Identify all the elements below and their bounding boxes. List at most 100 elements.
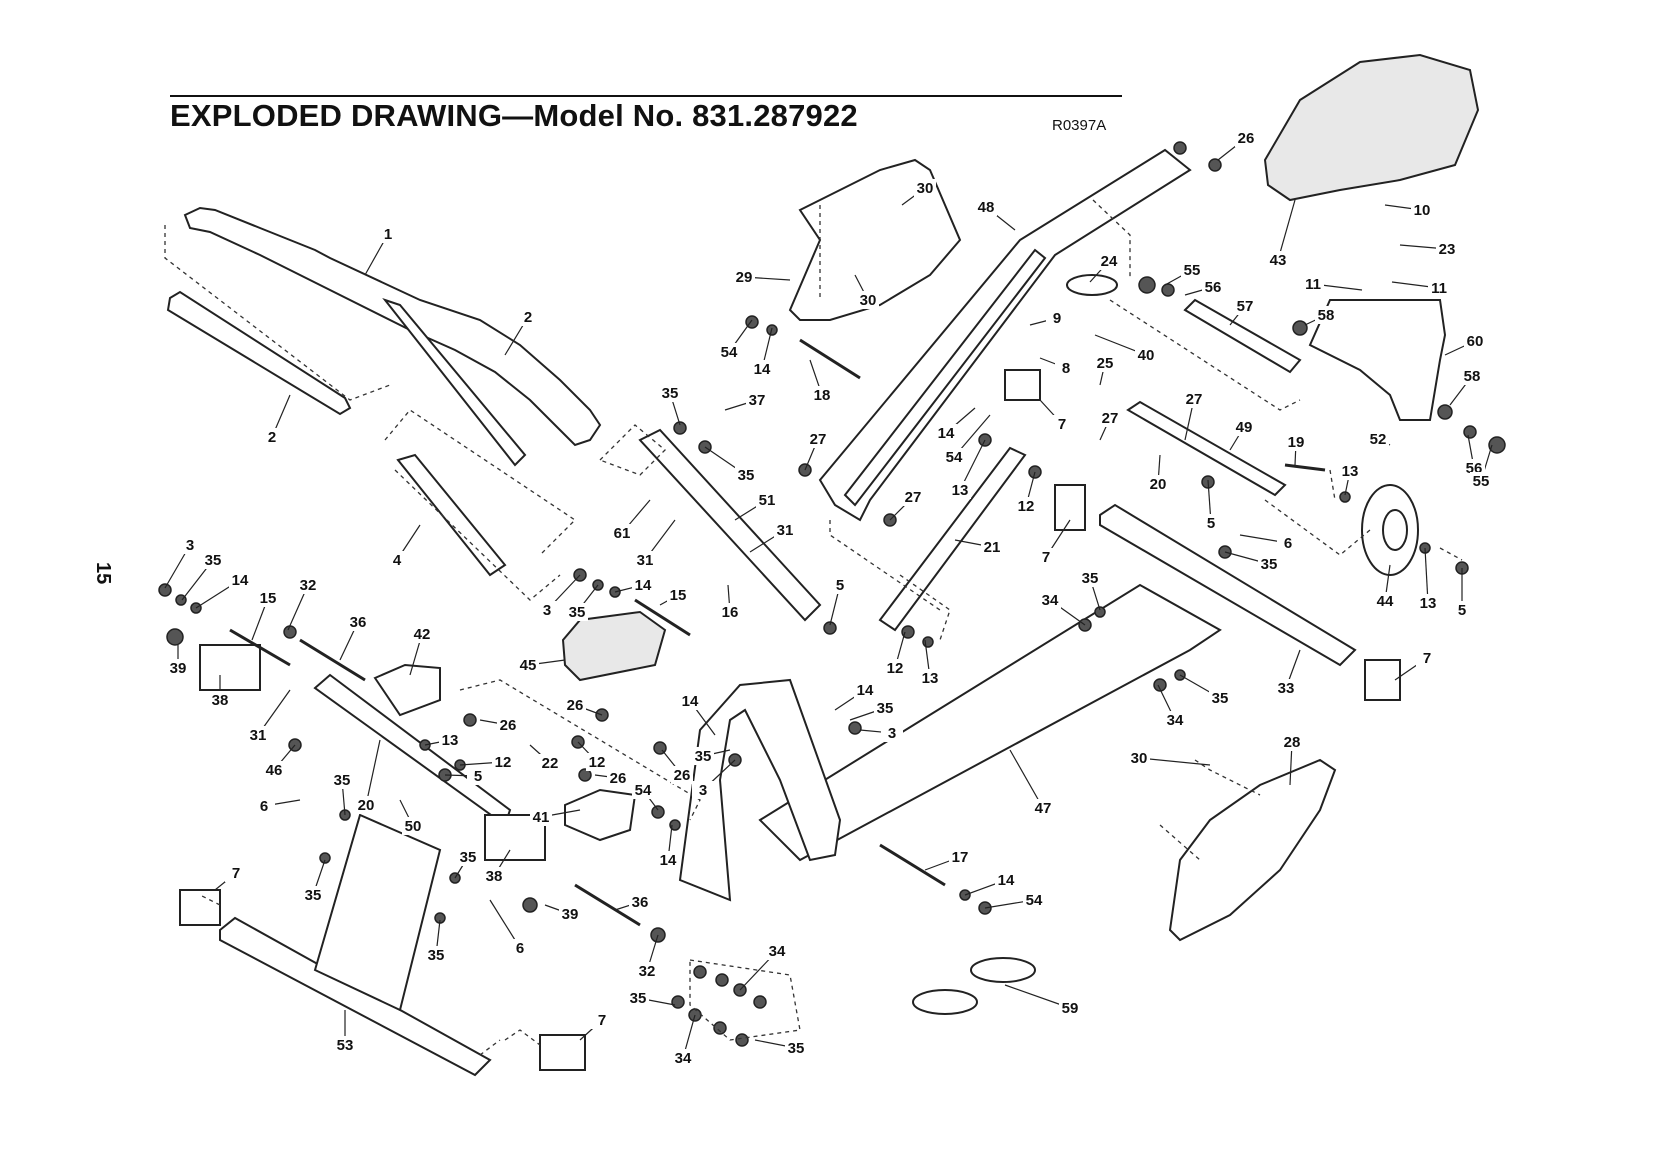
part-callout-label: 35 bbox=[205, 552, 222, 569]
callout-label-bg bbox=[774, 521, 796, 539]
part-callout-label: 55 bbox=[1184, 262, 1201, 279]
part-callout-label: 35 bbox=[460, 849, 477, 866]
part-grip-left bbox=[166, 290, 352, 416]
part-callout-label: 36 bbox=[632, 894, 649, 911]
part-seat-carriage bbox=[1308, 299, 1447, 421]
part-callout-label: 30 bbox=[917, 180, 934, 197]
part-callout-label: 3 bbox=[543, 602, 551, 619]
part-callout-label: 35 bbox=[877, 700, 894, 717]
callout-label-bg bbox=[981, 538, 1003, 556]
part-callout-label: 34 bbox=[1042, 592, 1059, 609]
part-callout-label: 6 bbox=[260, 798, 268, 815]
callout-label-bg bbox=[347, 613, 369, 631]
part-callout-label: 11 bbox=[1431, 280, 1447, 297]
part-callout-label: 26 bbox=[1238, 130, 1255, 147]
part-callout-label: 1 bbox=[384, 226, 392, 243]
callout-label-bg bbox=[785, 1039, 807, 1057]
callout-label-bg bbox=[1046, 309, 1068, 327]
part-nut bbox=[578, 768, 592, 782]
part-callout-label: 13 bbox=[922, 670, 939, 687]
callout-label-bg bbox=[530, 808, 552, 826]
callout-label-bg bbox=[253, 797, 275, 815]
callout-label-bg bbox=[1233, 418, 1255, 436]
part-knob-disc bbox=[1066, 274, 1118, 296]
callout-label-bg bbox=[657, 851, 679, 869]
part-nut bbox=[319, 852, 331, 864]
callout-label-bg bbox=[751, 360, 773, 378]
callout-label-bg bbox=[1470, 472, 1492, 490]
part-seat bbox=[1263, 53, 1480, 202]
part-nut bbox=[283, 625, 297, 639]
part-callout-label: 5 bbox=[836, 577, 844, 594]
part-callout-label: 49 bbox=[1236, 419, 1253, 436]
part-callout-label: 12 bbox=[1018, 498, 1035, 515]
callout-label-bg bbox=[811, 386, 833, 404]
callout-label-bg bbox=[949, 481, 971, 499]
part-nut bbox=[823, 621, 837, 635]
callout-label-bg bbox=[1267, 251, 1289, 269]
part-rod bbox=[879, 843, 946, 887]
callout-label-bg bbox=[1202, 278, 1224, 296]
part-callout-label: 15 bbox=[260, 590, 277, 607]
callout-label-bg bbox=[411, 625, 433, 643]
callout-label-bg bbox=[439, 731, 461, 749]
part-callout-label: 26 bbox=[674, 767, 691, 784]
callout-label-bg bbox=[1281, 733, 1303, 751]
callout-label-bg bbox=[692, 781, 714, 799]
callout-label-bg bbox=[1464, 332, 1486, 350]
part-nut bbox=[1208, 158, 1222, 172]
part-callout-label: 35 bbox=[305, 887, 322, 904]
part-callout-label: 16 bbox=[722, 604, 739, 621]
callout-label-bg bbox=[1436, 240, 1458, 258]
part-main-beam bbox=[758, 583, 1222, 862]
callout-label-bg bbox=[1147, 475, 1169, 493]
part-callout-label: 3 bbox=[888, 725, 896, 742]
callout-label-bg bbox=[1135, 346, 1157, 364]
part-callout-label: 47 bbox=[1035, 800, 1052, 817]
callout-label-bg bbox=[1428, 279, 1450, 297]
part-callout-label: 44 bbox=[1377, 593, 1394, 610]
part-callout-label: 34 bbox=[675, 1050, 692, 1067]
callout-label-bg bbox=[1367, 430, 1389, 448]
callout-label-bg bbox=[586, 753, 608, 771]
callout-label-bg bbox=[302, 886, 324, 904]
part-callout-label: 13 bbox=[1342, 463, 1359, 480]
part-end-cap-3 bbox=[1364, 659, 1401, 701]
callout-label-bg bbox=[1183, 390, 1205, 408]
part-callout-label: 57 bbox=[1237, 298, 1254, 315]
part-callout-label: 58 bbox=[1318, 307, 1335, 324]
callout-label-bg bbox=[919, 669, 941, 687]
part-nut bbox=[1173, 141, 1187, 155]
callout-label-bg bbox=[1181, 261, 1203, 279]
part-callout-label: 37 bbox=[749, 392, 766, 409]
part-handlebar bbox=[183, 206, 602, 447]
callout-label-bg bbox=[659, 384, 681, 402]
part-shroud-right bbox=[1168, 758, 1337, 942]
callout-label-bg bbox=[377, 225, 399, 243]
part-callout-label: 3 bbox=[186, 537, 194, 554]
part-axle bbox=[1183, 298, 1302, 374]
callout-label-bg bbox=[247, 726, 269, 744]
callout-label-bg bbox=[1235, 129, 1257, 147]
part-callout-label: 6 bbox=[516, 940, 524, 957]
part-seat-tube bbox=[1126, 400, 1287, 497]
part-callout-label: 51 bbox=[759, 492, 776, 509]
callout-label-bg bbox=[1411, 201, 1433, 219]
part-callout-label: 35 bbox=[788, 1040, 805, 1057]
callout-label-bg bbox=[1099, 409, 1121, 427]
callout-leader bbox=[1138, 757, 1211, 766]
part-nut bbox=[1161, 283, 1175, 297]
part-callout-label: 7 bbox=[1423, 650, 1431, 667]
assembly-lines bbox=[164, 199, 1463, 1056]
part-callout-label: 31 bbox=[637, 552, 654, 569]
part-callout-label: 59 bbox=[1062, 1000, 1079, 1017]
part-nut bbox=[1339, 491, 1351, 503]
part-callout-label: 13 bbox=[1420, 595, 1437, 612]
drawing-code: R0397A bbox=[1052, 117, 1107, 134]
callout-label-bg bbox=[1258, 555, 1280, 573]
part-rod bbox=[229, 628, 291, 667]
part-callout-label: 40 bbox=[1138, 347, 1155, 364]
parts-group bbox=[158, 53, 1506, 1077]
part-callout-label: 25 bbox=[1097, 355, 1114, 372]
callout-label-bg bbox=[949, 848, 971, 866]
